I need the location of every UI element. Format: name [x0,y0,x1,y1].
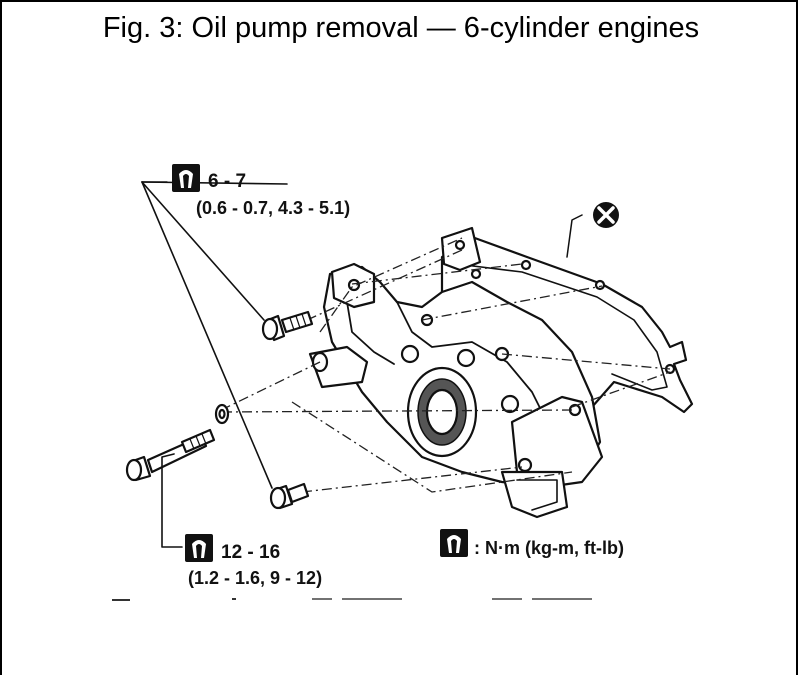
leader-lines [141,181,288,548]
cropped-text-remnant [112,598,592,601]
upper-torque-value: 6 - 7 [208,171,246,192]
upper-bolt [261,310,314,342]
lower-torque-alt: (1.2 - 1.6, 9 - 12) [188,568,322,588]
torque-wrench-icon [172,164,200,192]
alignment-lines [216,237,671,493]
do-not-reuse-icon [593,202,619,228]
lower-bolt [269,482,310,510]
units-legend: : N·m (kg-m, ft-lb) [474,538,624,558]
washer [214,403,230,425]
oil-pump-housing [308,226,604,519]
torque-wrench-icon [185,534,213,562]
torque-wrench-icon [440,529,468,557]
lower-torque-value: 12 - 16 [221,542,280,563]
upper-torque-alt: (0.6 - 0.7, 4.3 - 5.1) [196,198,350,218]
figure-title: Fig. 3: Oil pump removal — 6-cylinder en… [102,12,700,44]
